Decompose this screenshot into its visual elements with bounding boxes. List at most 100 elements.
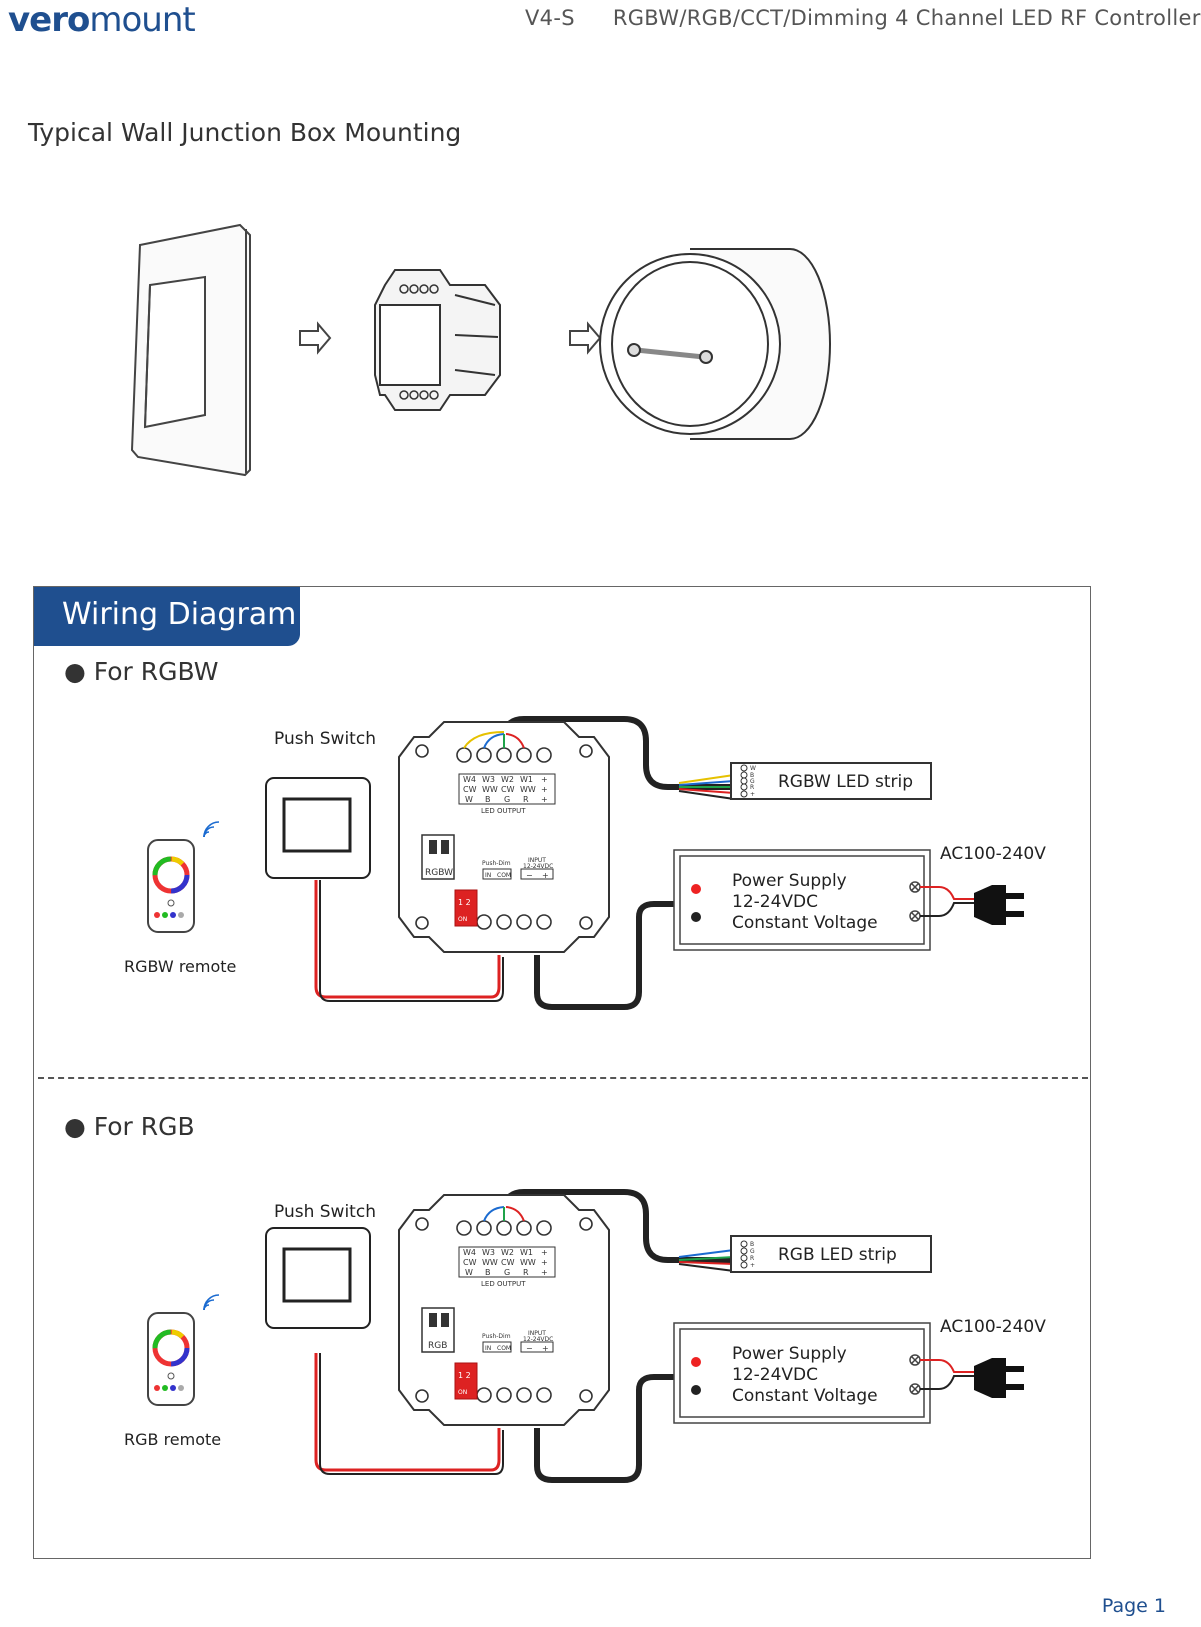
terminal-row2-label: WW: [482, 785, 498, 794]
led-strip-icon: B G R +: [730, 1235, 932, 1273]
terminal-row3-label: G: [504, 795, 510, 804]
strip-pin-label: G: [750, 1248, 755, 1255]
rgbw-heading-text: For RGBW: [93, 657, 219, 686]
controller-device: [398, 1194, 610, 1426]
rgb-heading-text: For RGB: [93, 1112, 195, 1141]
power-cable: [534, 901, 674, 1010]
brand-logo-part2: mount: [89, 0, 195, 40]
ac-voltage-label: AC100-240V: [940, 844, 1046, 864]
controller-labels: W4 W3 W2 W1 + CW WW CW WW + W B G R + LE…: [425, 775, 553, 923]
terminal-row2-label: +: [541, 785, 548, 794]
push-switch-icon: [265, 777, 371, 879]
led-strip-icon: W B G R +: [730, 762, 932, 800]
minus-label: −: [526, 1344, 533, 1353]
dip-on-label: ON: [458, 916, 467, 923]
rf-remote-icon: [147, 839, 195, 933]
terminal-row3-label: +: [541, 1268, 548, 1277]
terminal-row3-label: G: [504, 1268, 510, 1277]
power-supply-icon: [673, 849, 931, 951]
terminal-row2-label: +: [541, 1258, 548, 1267]
psu-label-line2: 12-24VDC: [732, 892, 818, 912]
psu-label-line1: Power Supply: [732, 1344, 847, 1364]
terminal-row2-label: WW: [482, 1258, 498, 1267]
wall-switch-icon: [130, 223, 251, 477]
terminal-row1-label: W4: [463, 775, 476, 784]
pushdim-label: Push-Dim: [482, 1333, 511, 1340]
remote-label: RGBW remote: [124, 957, 236, 976]
in-label: IN: [485, 1345, 491, 1352]
junction-box-icon: [599, 248, 831, 440]
terminal-row3-label: B: [485, 1268, 491, 1277]
rgbw-wiring-diagram: W4 W3 W2 W1 + CW WW CW WW + W B G R + LE…: [124, 716, 1046, 1010]
terminal-row1-label: W3: [482, 1248, 495, 1257]
rgbw-heading: ● For RGBW: [64, 657, 219, 686]
strip-pin-label: R: [750, 1255, 754, 1262]
terminal-row2-label: WW: [520, 785, 536, 794]
controller-labels: W4 W3 W2 W1 + CW WW CW WW + W B G R + LE…: [428, 1248, 553, 1396]
terminal-row2-label: CW: [463, 785, 477, 794]
strip-pin-label: W: [750, 765, 756, 772]
minus-label: −: [526, 871, 533, 880]
terminal-row1-label: W1: [520, 1248, 533, 1257]
terminal-row2-label: CW: [463, 1258, 477, 1267]
mode-label: RGB: [428, 1341, 447, 1351]
com-label: COM: [497, 1345, 511, 1352]
terminal-row1-label: W3: [482, 775, 495, 784]
strip-pin-label: +: [750, 1262, 755, 1269]
terminal-row1-label: W4: [463, 1248, 476, 1257]
rgb-heading: ● For RGB: [64, 1112, 195, 1141]
page-number: Page 1: [1101, 1595, 1166, 1617]
product-title: RGBW/RGB/CCT/Dimming 4 Channel LED RF Co…: [612, 6, 1201, 30]
power-supply-icon: [673, 1322, 931, 1424]
led-strip-label: RGB LED strip: [778, 1245, 897, 1265]
push-switch-label: Push Switch: [274, 1202, 376, 1222]
terminal-row1-label: W2: [501, 775, 514, 784]
controller-device: [398, 721, 610, 953]
rf-remote-icon: [147, 1312, 195, 1406]
terminal-row3-label: +: [541, 795, 548, 804]
section-divider: [38, 1077, 1088, 1079]
terminal-row2-label: WW: [520, 1258, 536, 1267]
strip-pin-label: B: [750, 772, 754, 779]
terminal-row2-label: CW: [501, 1258, 515, 1267]
com-label: COM: [497, 872, 511, 879]
psu-label-line1: Power Supply: [732, 871, 847, 891]
push-switch-icon: [265, 1227, 371, 1329]
terminal-row2-label: CW: [501, 785, 515, 794]
terminal-row3-label: R: [523, 1268, 529, 1277]
brand-logo-part1: vero: [8, 0, 90, 40]
led-output-label: LED OUTPUT: [481, 1280, 526, 1288]
psu-label-line2: 12-24VDC: [732, 1365, 818, 1385]
terminal-row3-label: W: [465, 1268, 473, 1277]
terminal-row3-label: R: [523, 795, 529, 804]
wiring-diagram-panel: Wiring Diagram ● For RGBW: [33, 586, 1091, 1559]
led-strip-label: RGBW LED strip: [778, 772, 913, 792]
dip-on-label: ON: [458, 1389, 467, 1396]
mounting-illustration: [130, 223, 831, 477]
controller-module-icon: [374, 269, 501, 411]
pushdim-label: Push-Dim: [482, 860, 511, 867]
terminal-row3-label: W: [465, 795, 473, 804]
in-label: IN: [485, 872, 491, 879]
switch-wire-red: [314, 880, 501, 999]
wireless-signal-icon: [203, 1294, 220, 1311]
terminal-row1-label: +: [541, 1248, 548, 1257]
wiring-diagram-title: Wiring Diagram: [34, 587, 300, 646]
power-plug-icon: [920, 885, 1024, 925]
terminal-row3-label: B: [485, 795, 491, 804]
arrow-right-icon: [569, 321, 602, 355]
power-cable: [534, 1374, 674, 1483]
mode-label: RGBW: [425, 868, 453, 878]
terminal-row1-label: W2: [501, 1248, 514, 1257]
power-plug-icon: [920, 1358, 1024, 1398]
input-voltage-label: 12-24VDC: [523, 1336, 553, 1343]
strip-pin-label: +: [750, 791, 755, 798]
plus-label: +: [542, 1344, 549, 1353]
arrow-right-icon: [299, 321, 332, 355]
brand-logo: veromount: [8, 0, 196, 40]
led-output-label: LED OUTPUT: [481, 807, 526, 815]
wireless-signal-icon: [203, 821, 220, 838]
remote-label: RGB remote: [124, 1430, 221, 1449]
strip-pin-label: B: [750, 1241, 754, 1248]
